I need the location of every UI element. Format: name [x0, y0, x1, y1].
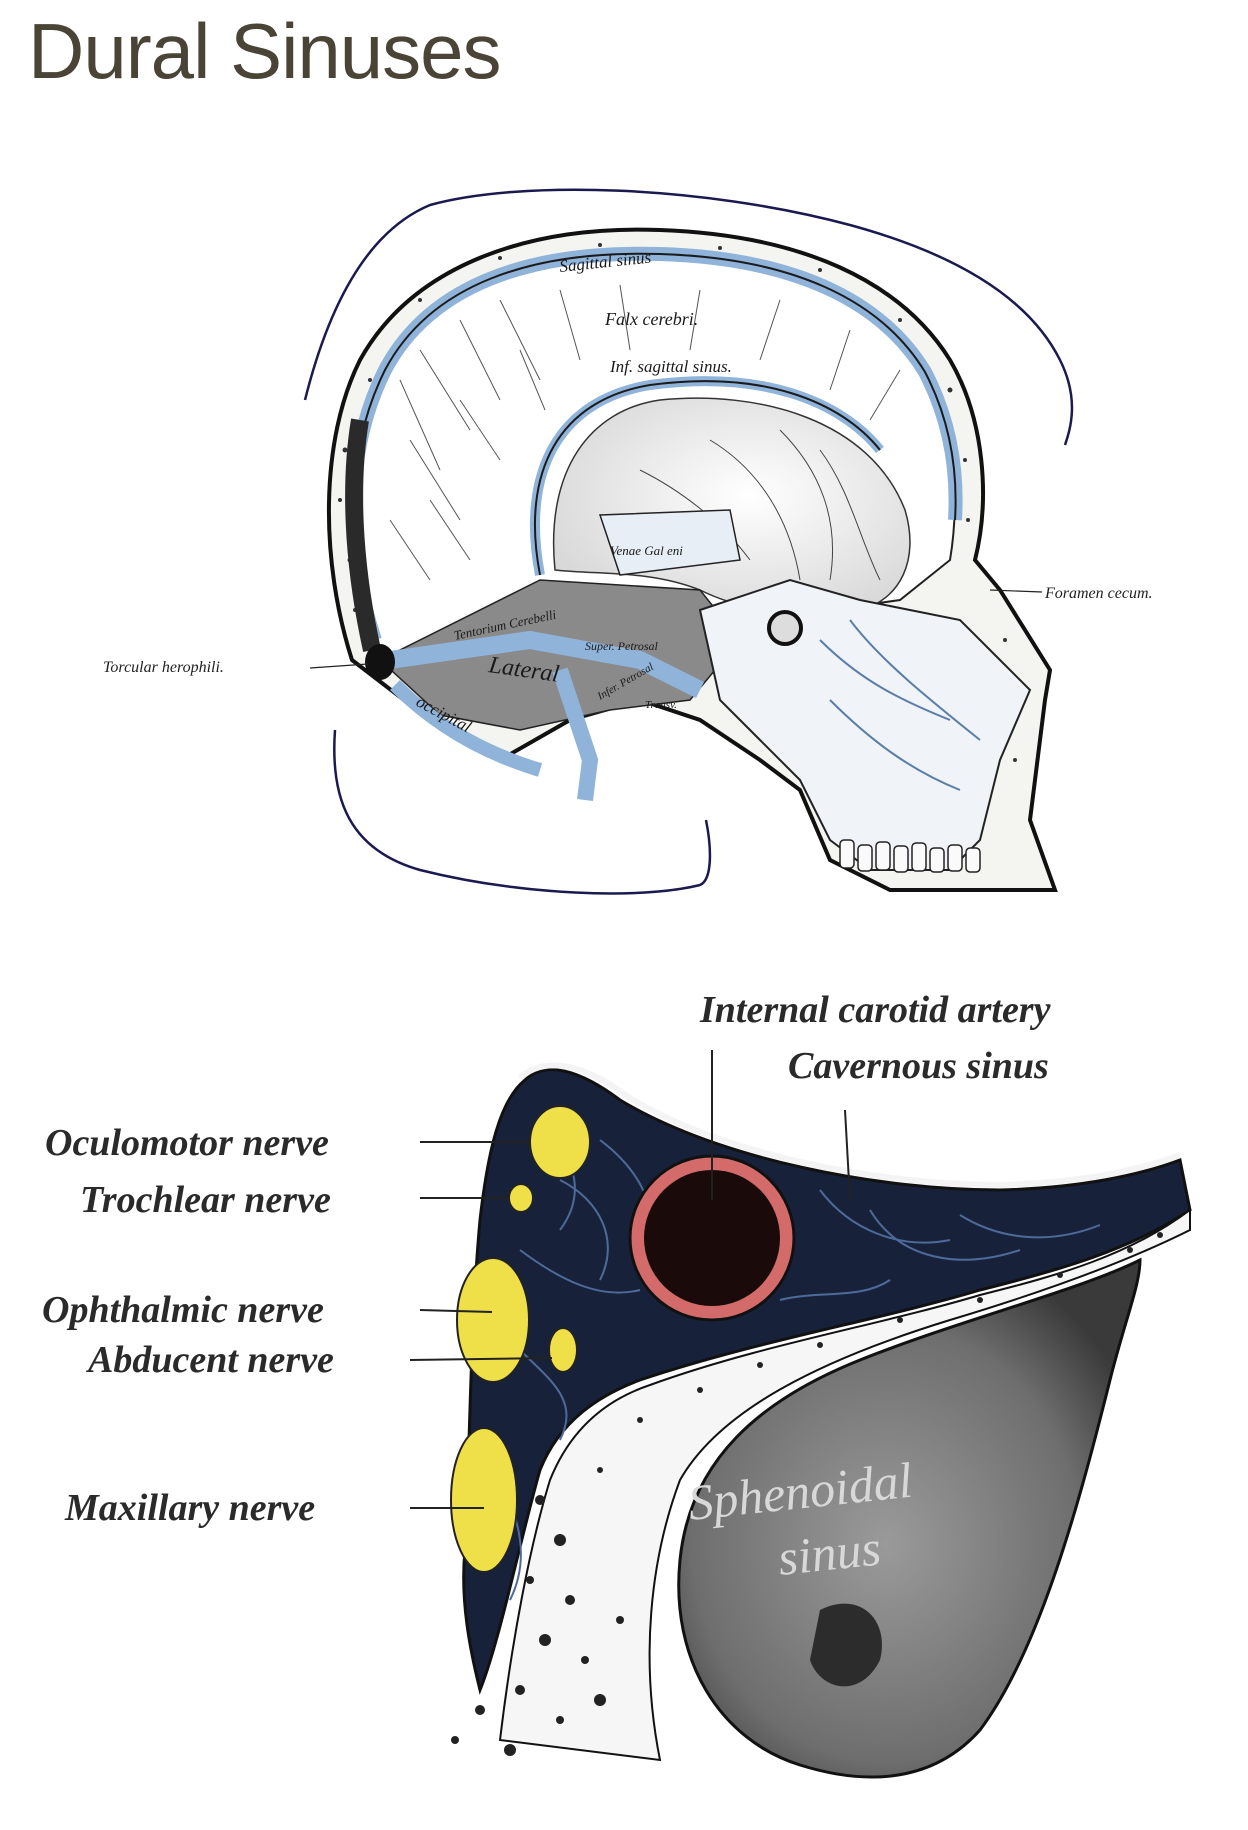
torcular-mark — [365, 644, 395, 680]
label-venae-galeni: Venae Gal eni — [610, 543, 683, 558]
label-falx-cerebri: Falx cerebri. — [604, 309, 698, 329]
facial-bones — [698, 578, 1032, 871]
teeth — [839, 839, 981, 873]
sphenoidal-shadow — [810, 1603, 882, 1687]
abducent-nerve — [548, 1327, 578, 1373]
maxillary-nerve — [450, 1427, 518, 1573]
occipital-sinus — [390, 680, 543, 777]
label-cavernous-sinus: Cavernous sinus — [788, 1045, 1049, 1087]
label-internal-carotid: Internal carotid artery — [699, 989, 1051, 1031]
occipital-band — [345, 418, 381, 652]
facial-veins — [819, 619, 981, 791]
hand-drawn-outline — [303, 188, 1074, 446]
label-sphenoidal-sinus: sinus — [775, 1519, 883, 1585]
label-super-petrosal: Super. Petrosal — [585, 639, 659, 653]
dura-border — [517, 1062, 1182, 1189]
ophthalmic-nerve — [456, 1257, 530, 1383]
page-title: Dural Sinuses — [28, 7, 502, 95]
lateral-sinus — [388, 630, 705, 699]
label-ophthalmic: Ophthalmic nerve — [42, 1289, 324, 1331]
trochlear-nerve — [508, 1183, 534, 1213]
bone-speckles — [451, 1232, 1163, 1756]
label-trochlear: Trochlear nerve — [80, 1179, 331, 1221]
carotid-lumen — [644, 1170, 780, 1306]
venae-galeni — [598, 509, 741, 576]
oculomotor-nerve — [529, 1105, 591, 1179]
falx-veins — [389, 284, 901, 581]
hemisphere-lines — [639, 429, 881, 581]
ophthalmic-leader — [419, 1309, 493, 1313]
label-maxillary: Maxillary nerve — [64, 1487, 315, 1529]
sphenoidal-sinus — [677, 1257, 1142, 1779]
label-transverse: Transv. — [645, 699, 677, 711]
torcular-leader — [309, 663, 369, 669]
label-torcular: Torcular herophili. — [103, 659, 224, 676]
cavernous-leader — [844, 1109, 851, 1201]
transverse-descending — [552, 667, 599, 801]
tentorium-cerebelli — [378, 579, 741, 731]
sagittal-diagram: Sagittal sinus Falx cerebri. Inf. sagitt… — [103, 188, 1153, 895]
cavernous-diagram: Internal carotid artery Cavernous sinus … — [42, 989, 1192, 1779]
sella-ring — [767, 610, 803, 646]
label-abducent: Abducent nerve — [86, 1339, 334, 1381]
label-oculomotor: Oculomotor nerve — [45, 1122, 329, 1164]
bone-wall — [498, 1208, 1191, 1762]
label-foramen: Foramen cecum. — [1044, 585, 1153, 602]
hand-drawn-outline-lower — [333, 729, 712, 895]
abducent-leader — [409, 1357, 553, 1361]
foramen-leader — [989, 589, 1043, 593]
label-inf-sagittal: Inf. sagittal sinus. — [609, 357, 732, 376]
